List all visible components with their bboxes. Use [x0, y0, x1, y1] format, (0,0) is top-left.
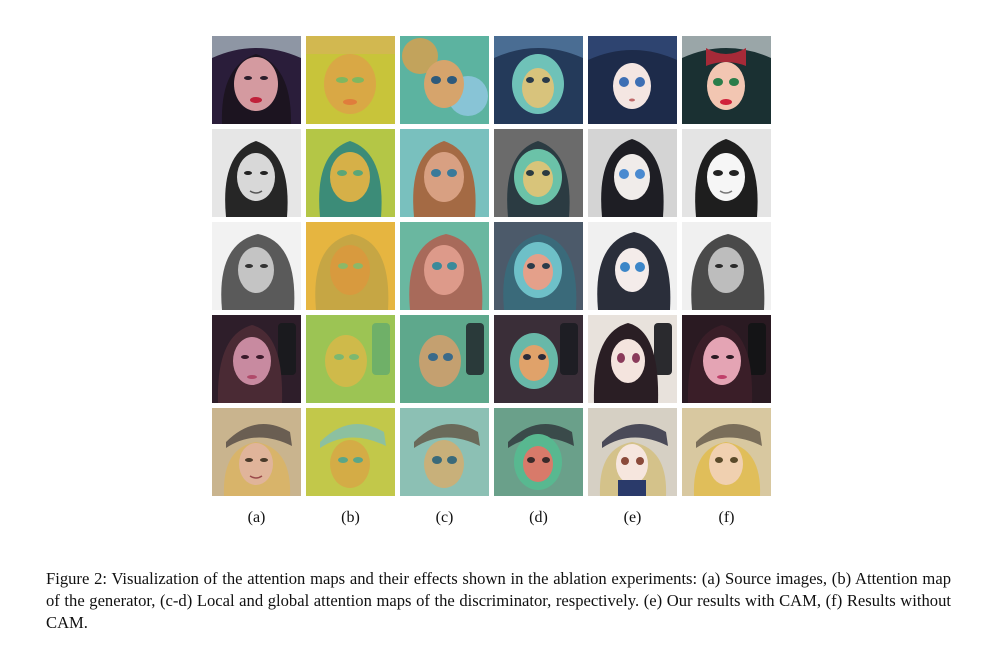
column-labels: (a) (b) (c) (d) (e) (f) — [212, 509, 771, 527]
image-row4-col-e — [588, 315, 677, 403]
column-label-d: (d) — [529, 509, 548, 526]
column-label-e: (e) — [623, 509, 642, 526]
image-row3-col-b — [306, 222, 395, 310]
image-row3-col-d — [494, 222, 583, 310]
image-row2-col-d — [494, 129, 583, 217]
image-row5-col-a — [212, 408, 301, 496]
image-row3-col-f — [682, 222, 771, 310]
image-row1-col-a — [212, 36, 301, 124]
figure-image-grid — [212, 36, 771, 496]
column-label-b: (b) — [341, 509, 360, 526]
image-row5-col-e — [588, 408, 677, 496]
image-row4-col-d — [494, 315, 583, 403]
image-row3-col-a — [212, 222, 301, 310]
column-label-a: (a) — [247, 509, 266, 526]
image-row4-col-b — [306, 315, 395, 403]
column-label-f: (f) — [718, 509, 735, 526]
image-row2-col-f — [682, 129, 771, 217]
image-row4-col-a — [212, 315, 301, 403]
image-row1-col-e — [588, 36, 677, 124]
image-row1-col-c — [400, 36, 489, 124]
image-row1-col-b — [306, 36, 395, 124]
image-row5-col-c — [400, 408, 489, 496]
image-row2-col-a — [212, 129, 301, 217]
image-row2-col-b — [306, 129, 395, 217]
figure-caption: Figure 2: Visualization of the attention… — [46, 569, 951, 632]
image-row1-col-d — [494, 36, 583, 124]
image-row4-col-f — [682, 315, 771, 403]
image-row3-col-c — [400, 222, 489, 310]
image-row5-col-d — [494, 408, 583, 496]
column-label-c: (c) — [435, 509, 454, 526]
image-row5-col-f — [682, 408, 771, 496]
image-row5-col-b — [306, 408, 395, 496]
image-row2-col-e — [588, 129, 677, 217]
image-row2-col-c — [400, 129, 489, 217]
image-row3-col-e — [588, 222, 677, 310]
image-row4-col-c — [400, 315, 489, 403]
image-row1-col-f — [682, 36, 771, 124]
